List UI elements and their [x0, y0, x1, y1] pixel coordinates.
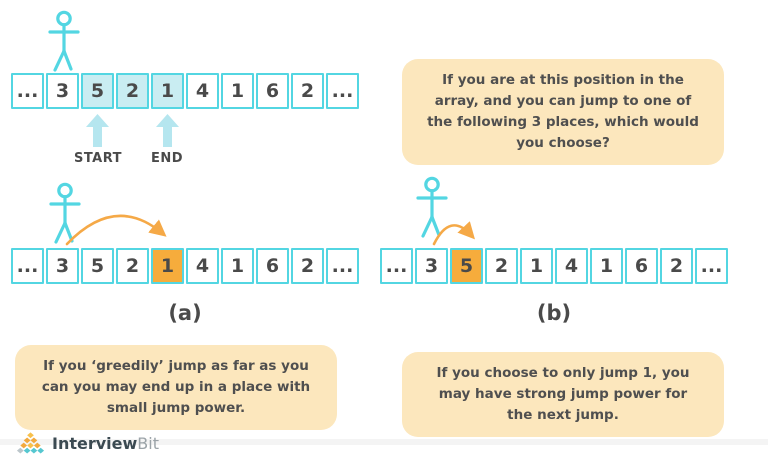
- greedy-callout: If you ‘greedily’ jump as far as you can…: [15, 345, 337, 430]
- array-cell: 5: [81, 248, 114, 284]
- person-icon: [416, 176, 448, 238]
- label-a: (a): [168, 301, 202, 325]
- array-cell: 2: [485, 248, 518, 284]
- person-icon: [48, 10, 80, 72]
- question-callout: If you are at this position in the array…: [402, 59, 724, 165]
- array-cell: 5: [450, 248, 483, 284]
- array-cell: 3: [46, 248, 79, 284]
- array-cell: ...: [11, 73, 44, 109]
- interviewbit-logo-icon: [16, 432, 45, 454]
- array-cell: ...: [380, 248, 413, 284]
- start-label: START: [73, 151, 123, 166]
- array-cell: 3: [46, 73, 79, 109]
- array-cell: 1: [151, 248, 184, 284]
- array-cell: 1: [590, 248, 623, 284]
- array-cell: 6: [625, 248, 658, 284]
- array-cell: ...: [695, 248, 728, 284]
- end-label: END: [150, 151, 184, 166]
- array-cell: 2: [660, 248, 693, 284]
- array-cell: 3: [415, 248, 448, 284]
- logo-text-primary: Interview: [52, 433, 138, 453]
- array-cell: 6: [256, 73, 289, 109]
- divider: [0, 439, 768, 445]
- array-cell: 2: [291, 73, 324, 109]
- array-cell: 4: [186, 73, 219, 109]
- jump-arrow-icon: [65, 214, 167, 246]
- jump-arrow-icon: [432, 221, 475, 246]
- array-cell: 2: [116, 73, 149, 109]
- array-cell: 4: [186, 248, 219, 284]
- logo-text: InterviewBit: [52, 434, 159, 453]
- array-cell: 5: [81, 73, 114, 109]
- conservative-callout: If you choose to only jump 1, you may ha…: [402, 352, 724, 437]
- array-cell: 1: [221, 248, 254, 284]
- array-cell: 1: [221, 73, 254, 109]
- person-icon: [49, 182, 81, 244]
- array-cell: ...: [326, 248, 359, 284]
- up-arrow-end-icon: [156, 114, 179, 147]
- label-b: (b): [536, 301, 572, 325]
- logo-text-secondary: Bit: [137, 433, 159, 453]
- array-cell: 6: [256, 248, 289, 284]
- interviewbit-logo: InterviewBit: [15, 431, 159, 455]
- array-cell: ...: [11, 248, 44, 284]
- array-cell: 1: [520, 248, 553, 284]
- up-arrow-start-icon: [86, 114, 109, 147]
- array-cell: ...: [326, 73, 359, 109]
- array-cell: 2: [116, 248, 149, 284]
- array-cell: 2: [291, 248, 324, 284]
- array-cell: 1: [151, 73, 184, 109]
- array-cell: 4: [555, 248, 588, 284]
